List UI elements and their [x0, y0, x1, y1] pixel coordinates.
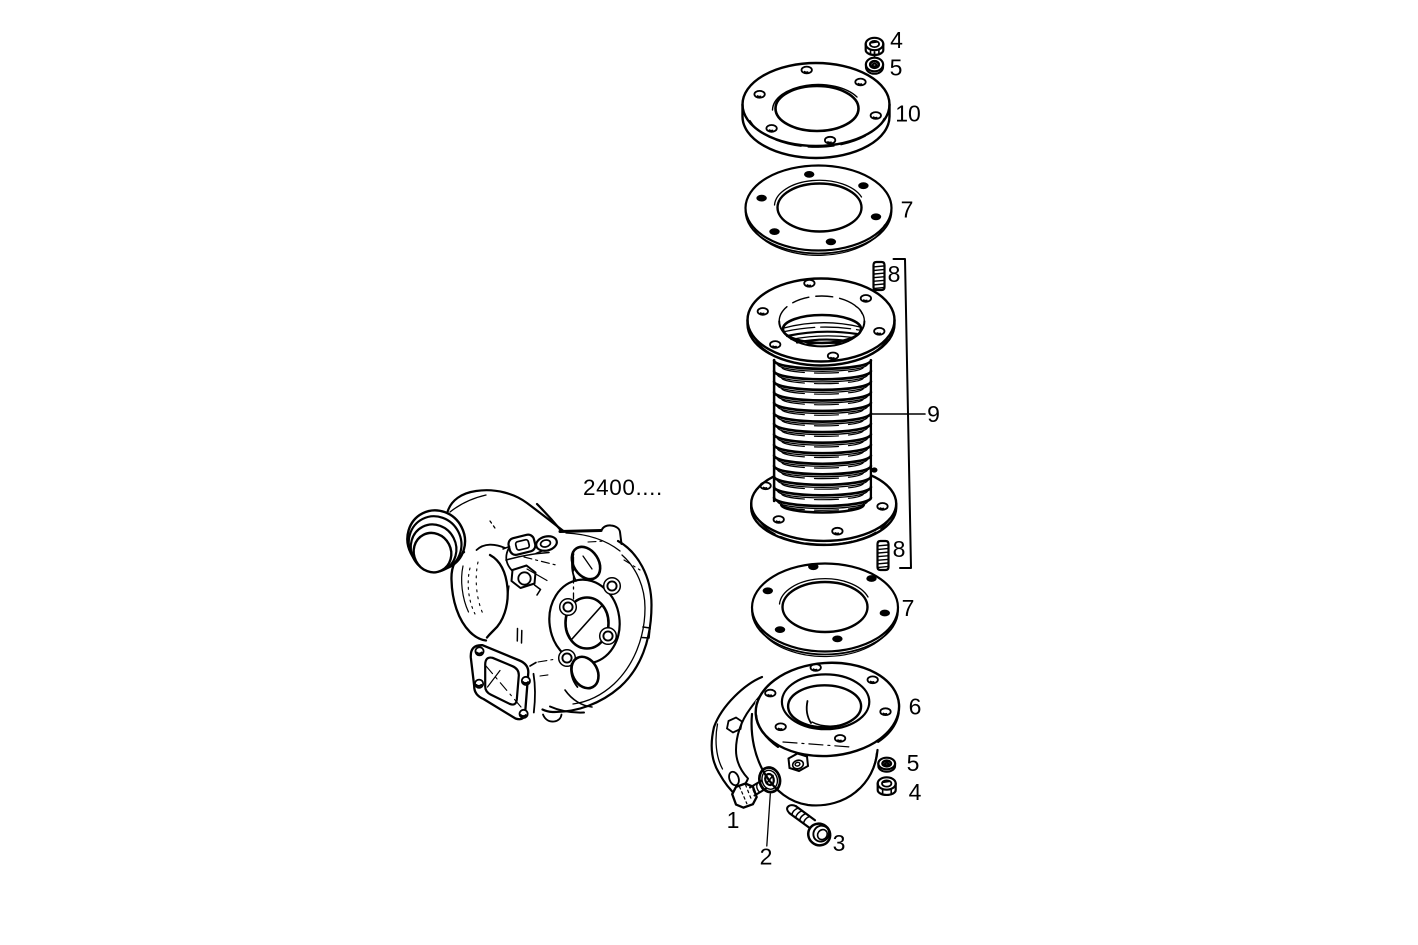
svg-text:5: 5: [907, 750, 920, 776]
svg-text:2: 2: [760, 844, 773, 870]
svg-text:4: 4: [909, 779, 922, 805]
svg-text:3: 3: [833, 830, 846, 856]
svg-text:4: 4: [890, 27, 903, 53]
svg-text:2400....: 2400....: [583, 475, 663, 500]
svg-text:7: 7: [902, 595, 915, 621]
svg-text:1: 1: [727, 807, 740, 833]
svg-text:9: 9: [927, 401, 940, 427]
svg-text:7: 7: [901, 197, 914, 223]
svg-text:8: 8: [888, 261, 901, 287]
svg-text:6: 6: [909, 694, 922, 720]
svg-text:10: 10: [895, 101, 921, 127]
svg-text:5: 5: [890, 55, 903, 81]
svg-text:8: 8: [893, 536, 906, 562]
